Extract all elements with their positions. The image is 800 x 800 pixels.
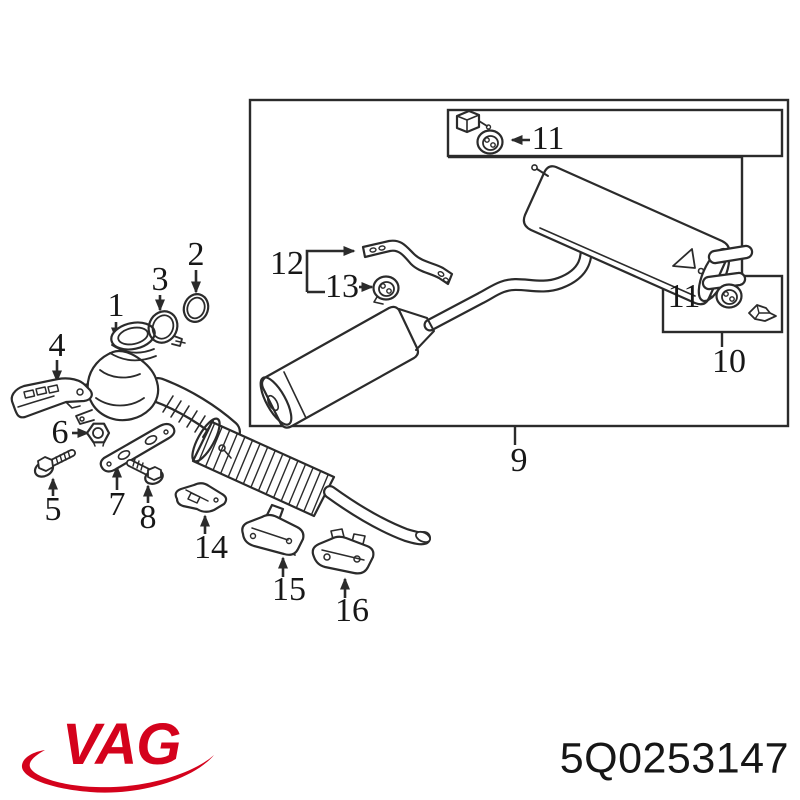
mount-11-top-drawing bbox=[455, 109, 504, 155]
clamp-drawing bbox=[147, 310, 186, 347]
part-callout-6: 6 bbox=[51, 414, 69, 451]
vag-logo: VAG bbox=[6, 710, 226, 800]
part-callout-13: 13 bbox=[325, 268, 359, 305]
part-callout-3: 3 bbox=[151, 261, 169, 298]
box-assembly-9 bbox=[248, 98, 790, 428]
bracket-7-drawing bbox=[99, 422, 176, 473]
part-callout-7: 7 bbox=[108, 486, 126, 523]
part-callout-4: 4 bbox=[48, 327, 66, 364]
part-callout-1: 1 bbox=[107, 287, 125, 324]
bolt-5-drawing bbox=[33, 449, 76, 478]
part-callout-2: 2 bbox=[187, 236, 205, 273]
part-callout-9: 9 bbox=[510, 442, 528, 479]
heat-shield-4-drawing bbox=[10, 377, 93, 419]
part-callout-12: 12 bbox=[270, 245, 304, 282]
strap-bracket-12-drawing bbox=[361, 239, 454, 286]
part-callout-14: 14 bbox=[194, 529, 228, 566]
vag-logo-text: VAG bbox=[62, 712, 181, 777]
mount-11-right-drawing bbox=[715, 283, 777, 322]
part-callout-10: 10 bbox=[712, 343, 746, 380]
part-callout-11-right: 11 bbox=[667, 278, 701, 315]
intermediate-pipe-drawing bbox=[423, 225, 593, 332]
rubber-mount-13-drawing bbox=[372, 275, 400, 305]
callout-arrows bbox=[48, 135, 715, 598]
part-callout-5: 5 bbox=[44, 491, 62, 528]
heat-shield-16-drawing bbox=[311, 528, 375, 575]
part-callout-16: 16 bbox=[335, 592, 369, 629]
part-callout-15: 15 bbox=[272, 571, 306, 608]
rear-silencer-drawing bbox=[522, 164, 754, 306]
front-downpipe-drawing bbox=[65, 321, 431, 556]
heat-shield-14-drawing bbox=[174, 482, 228, 513]
box-rear-silencer bbox=[448, 155, 744, 276]
part-callout-8: 8 bbox=[139, 499, 157, 536]
bolt-8-drawing bbox=[126, 458, 164, 485]
part-number: 5Q0253147 bbox=[559, 734, 789, 783]
part-callout-11-top: 11 bbox=[531, 120, 565, 157]
gasket-ring-drawing bbox=[182, 293, 210, 323]
middle-silencer-drawing bbox=[259, 305, 435, 429]
vag-logo-swoosh bbox=[21, 750, 214, 793]
nut-6-drawing bbox=[85, 422, 111, 447]
heat-shield-15-drawing bbox=[241, 503, 305, 556]
